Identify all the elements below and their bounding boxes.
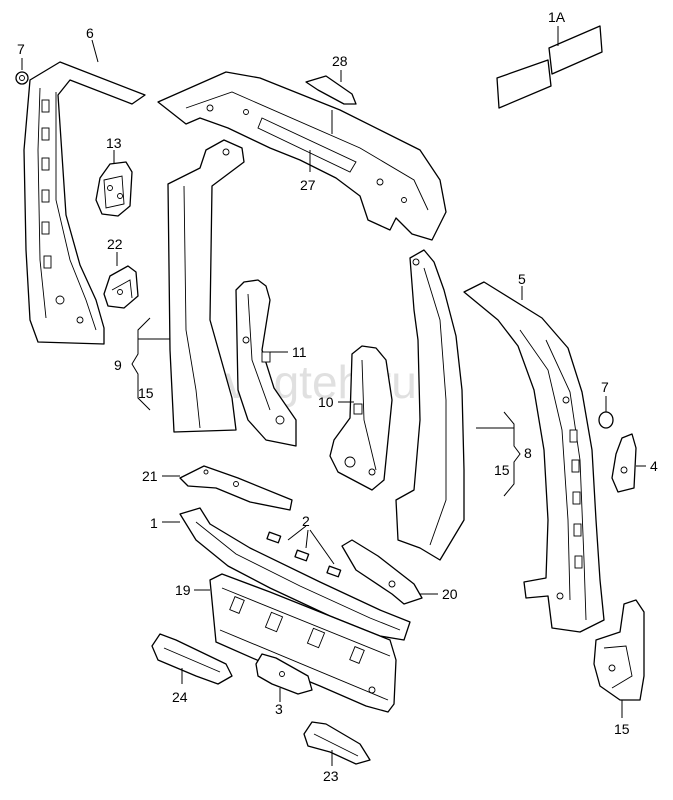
part-1a-label-sticker bbox=[496, 25, 603, 109]
part-6-left-pillar bbox=[23, 39, 146, 345]
bracket-group-9-15 bbox=[131, 317, 170, 411]
label-7-right: 7 bbox=[601, 379, 609, 395]
label-20: 20 bbox=[442, 586, 458, 602]
part-7-clip-right bbox=[598, 396, 614, 429]
label-13: 13 bbox=[106, 135, 122, 151]
label-23: 23 bbox=[323, 768, 339, 784]
part-23-bracket bbox=[303, 721, 371, 766]
label-11: 11 bbox=[292, 344, 307, 360]
part-20-bracket bbox=[341, 539, 438, 605]
bracket-group-8-15 bbox=[476, 411, 521, 497]
label-3: 3 bbox=[275, 701, 283, 717]
label-10: 10 bbox=[318, 394, 334, 410]
label-1a: 1A bbox=[548, 9, 566, 25]
part-22-bracket bbox=[103, 252, 139, 309]
label-24: 24 bbox=[172, 689, 188, 705]
label-21: 21 bbox=[142, 468, 158, 484]
label-1: 1 bbox=[150, 515, 158, 531]
part-2-nuts bbox=[266, 525, 342, 578]
label-5: 5 bbox=[518, 271, 526, 287]
label-4: 4 bbox=[650, 458, 658, 474]
label-7-left: 7 bbox=[17, 41, 25, 57]
label-22: 22 bbox=[107, 236, 123, 252]
part-27-roof-crossmember bbox=[157, 71, 447, 241]
inner-right-pillar bbox=[395, 249, 465, 561]
label-2: 2 bbox=[302, 513, 310, 529]
part-10-reinforcement bbox=[329, 345, 393, 491]
label-9: 9 bbox=[114, 357, 122, 373]
part-11-reinforcement bbox=[235, 279, 297, 447]
part-7-clip-left bbox=[15, 58, 29, 85]
part-1-lower-rail bbox=[162, 507, 411, 641]
part-19-crossmember bbox=[194, 573, 397, 713]
part-13-bracket bbox=[95, 150, 133, 217]
part-5-right-pillar bbox=[463, 281, 605, 633]
part-3-bracket bbox=[255, 653, 313, 702]
part-24-bracket bbox=[151, 633, 233, 685]
label-6: 6 bbox=[86, 25, 94, 41]
part-28-bracket bbox=[305, 70, 357, 105]
inner-left-pillar bbox=[167, 139, 245, 433]
part-4-bracket bbox=[611, 433, 646, 493]
label-19: 19 bbox=[175, 582, 191, 598]
label-27: 27 bbox=[300, 177, 316, 193]
label-28: 28 bbox=[332, 53, 348, 69]
label-15-bottom: 15 bbox=[614, 721, 630, 737]
label-15-right: 15 bbox=[494, 462, 510, 478]
label-15-left: 15 bbox=[138, 385, 154, 401]
part-21-rail bbox=[162, 465, 293, 511]
part-15-lower-panel bbox=[593, 599, 645, 718]
label-8: 8 bbox=[524, 445, 532, 461]
